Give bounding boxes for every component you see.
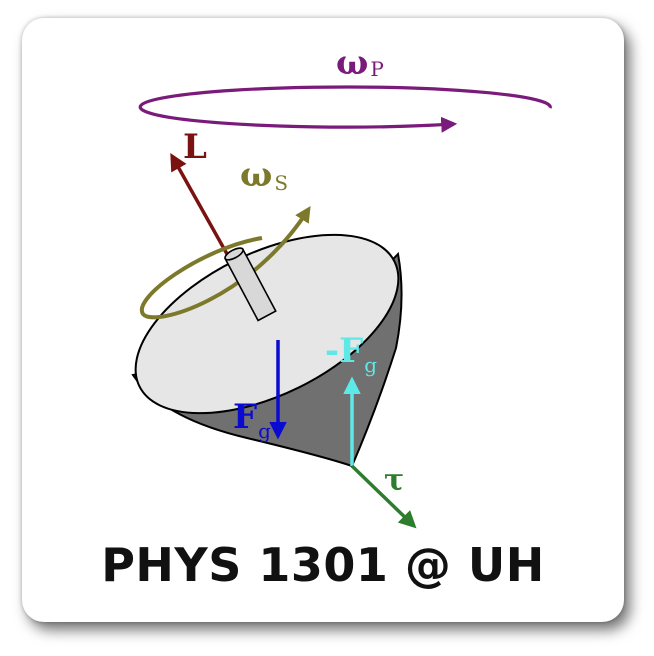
- torque-arrow: [350, 464, 417, 529]
- top-spindle: [224, 247, 277, 322]
- normal-force-label: -Fg: [325, 331, 377, 377]
- gravity-label: Fg: [233, 397, 271, 443]
- angular-momentum-arrow: [170, 152, 238, 271]
- angular-momentum-label: L: [183, 127, 207, 167]
- course-title: PHYS 1301 @ UH: [101, 538, 545, 592]
- precession-orbit-arrow: [138, 85, 552, 133]
- torque-label: τ: [384, 463, 404, 498]
